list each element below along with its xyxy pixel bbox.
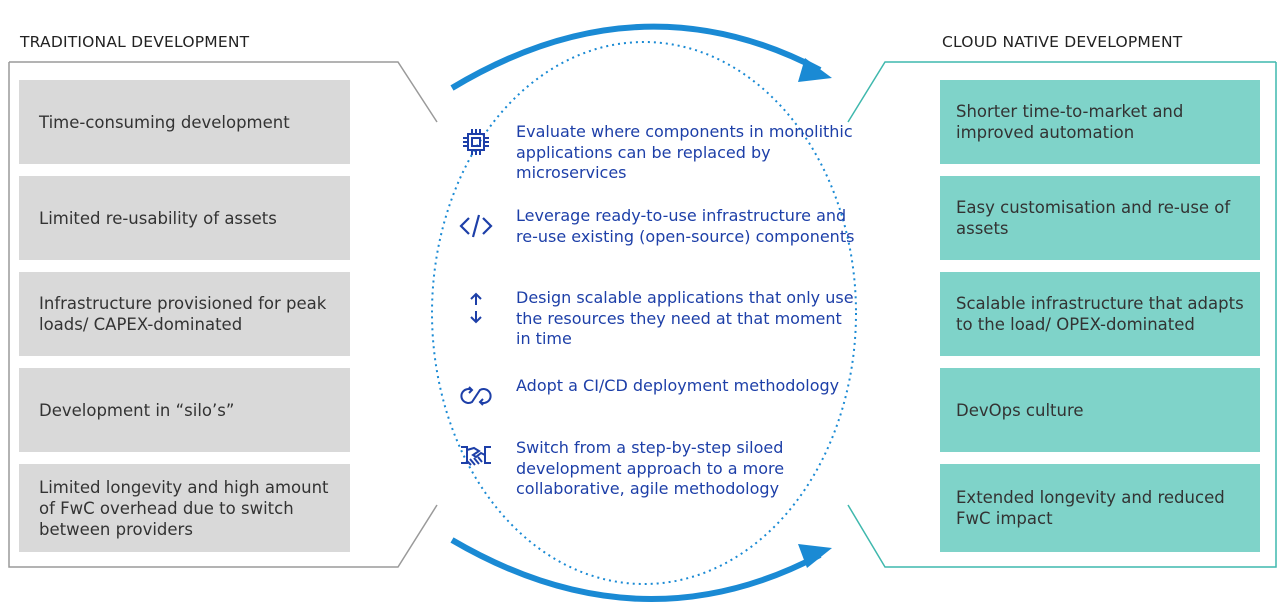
traditional-outline: [8, 61, 438, 568]
traditional-item-text: Infrastructure provisioned for peak load…: [39, 294, 327, 334]
cloud-native-item: Extended longevity and reduced FwC impac…: [940, 464, 1260, 552]
cloud-outline: [847, 61, 1277, 568]
scale-arrows-icon: [458, 290, 494, 326]
action-text: Design scalable applications that only u…: [516, 288, 854, 348]
dotted-circle: [431, 41, 857, 585]
cloud-native-item-text: Scalable infrastructure that adapts to t…: [956, 294, 1244, 334]
action-text: Leverage ready-to-use infrastructure and…: [516, 206, 855, 246]
traditional-item-text: Development in “silo’s”: [39, 400, 235, 420]
cloud-native-item: DevOps culture: [940, 368, 1260, 452]
handshake-icon: [458, 440, 494, 476]
traditional-heading: TRADITIONAL DEVELOPMENT: [20, 33, 250, 51]
top-arrowhead: [798, 58, 832, 82]
traditional-item: Development in “silo’s”: [19, 368, 350, 452]
traditional-item: Time-consuming development: [19, 80, 350, 164]
traditional-item: Limited re-usability of assets: [19, 176, 350, 260]
cloud-native-item-text: Easy customisation and re-use of assets: [956, 198, 1231, 238]
action-item: Evaluate where components in monolithic …: [458, 122, 858, 184]
top-arrow: [450, 23, 822, 91]
traditional-item-text: Limited re-usability of assets: [39, 208, 277, 228]
bottom-arrowhead: [798, 544, 832, 568]
action-text: Switch from a step-by-step siloed develo…: [516, 438, 785, 498]
traditional-item: Infrastructure provisioned for peak load…: [19, 272, 350, 356]
action-item: Leverage ready-to-use infrastructure and…: [458, 206, 858, 247]
action-item: Switch from a step-by-step siloed develo…: [458, 438, 858, 500]
cicd-loop-icon: [458, 378, 494, 414]
cloud-native-item: Easy customisation and re-use of assets: [940, 176, 1260, 260]
chip-icon: [458, 124, 494, 160]
action-item: Design scalable applications that only u…: [458, 288, 858, 350]
action-text: Evaluate where components in monolithic …: [516, 122, 853, 182]
traditional-item-text: Limited longevity and high amount of FwC…: [39, 477, 329, 539]
code-icon: [458, 208, 494, 244]
cloud-native-item: Shorter time-to-market and improved auto…: [940, 80, 1260, 164]
action-text: Adopt a CI/CD deployment methodology: [516, 376, 840, 395]
traditional-item-text: Time-consuming development: [39, 112, 290, 132]
cloud-native-heading: CLOUD NATIVE DEVELOPMENT: [942, 33, 1183, 51]
bottom-arrow: [450, 537, 822, 602]
cloud-native-item: Scalable infrastructure that adapts to t…: [940, 272, 1260, 356]
action-item: Adopt a CI/CD deployment methodology: [458, 376, 858, 414]
traditional-item: Limited longevity and high amount of FwC…: [19, 464, 350, 552]
cloud-native-item-text: Shorter time-to-market and improved auto…: [956, 102, 1184, 142]
cloud-native-item-text: DevOps culture: [956, 400, 1084, 420]
cloud-native-item-text: Extended longevity and reduced FwC impac…: [956, 488, 1225, 528]
